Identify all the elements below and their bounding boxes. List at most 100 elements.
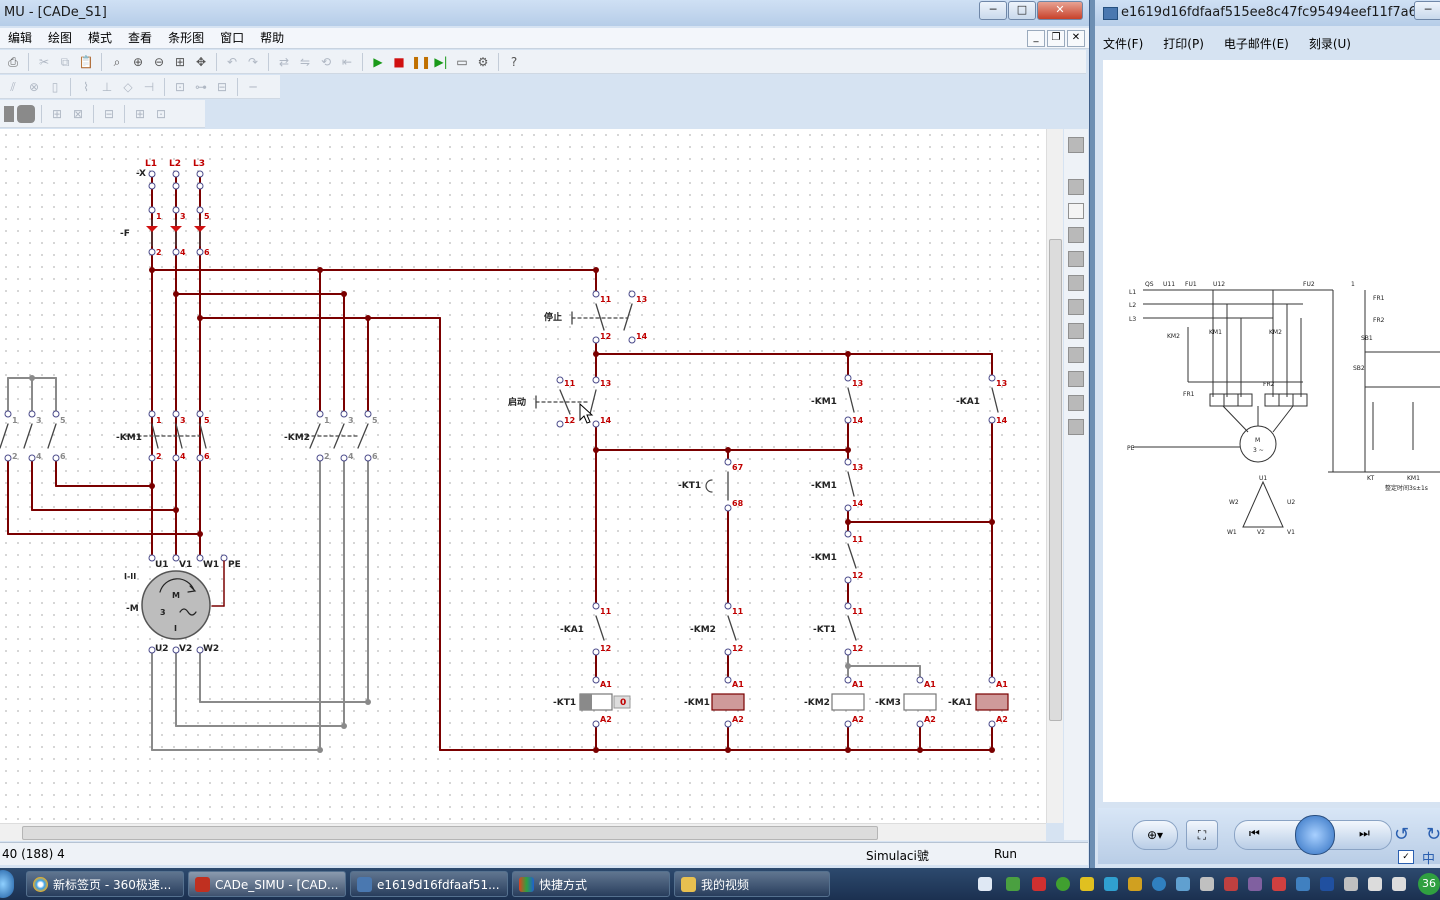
previous-icon[interactable]: ⏮ xyxy=(1249,826,1260,840)
cut-icon[interactable]: ✂ xyxy=(38,54,50,69)
palette-item-11[interactable] xyxy=(1068,395,1084,411)
palette-item-4[interactable] xyxy=(1068,227,1084,243)
ime-indicator[interactable]: 中 xyxy=(1422,852,1436,867)
tray-cloud-icon[interactable] xyxy=(1104,877,1118,891)
tray-alert-icon[interactable] xyxy=(1272,877,1286,891)
component-timer-icon[interactable]: ⊡ xyxy=(174,79,186,94)
bluetooth-icon[interactable] xyxy=(1320,877,1334,891)
viewer-menu-email[interactable]: 电子邮件(E) xyxy=(1223,37,1289,51)
paste-icon[interactable]: 📋 xyxy=(78,54,94,69)
tray-360-badge[interactable]: 36 xyxy=(1418,873,1440,895)
viewer-minimize-button[interactable]: ─ xyxy=(1414,1,1440,20)
stop-icon[interactable]: ■ xyxy=(393,54,405,69)
palette-item-1[interactable] xyxy=(1068,137,1084,153)
start-button[interactable] xyxy=(0,870,14,898)
tool-select-icon[interactable] xyxy=(4,105,14,122)
schematic-canvas[interactable]: L1 L2 L3 -X -F -KM1 -KM2 -M I-II M 3 I U… xyxy=(0,129,1046,823)
rotate-right-icon[interactable]: ↻ xyxy=(1426,824,1440,845)
component-switch-icon[interactable]: ⫽ xyxy=(10,79,16,94)
zoom-out-icon[interactable]: ⊖ xyxy=(153,54,165,69)
checkbox-icon[interactable]: ✓ xyxy=(1398,850,1414,864)
tray-globe-icon[interactable] xyxy=(1152,877,1166,891)
palette-item-6[interactable] xyxy=(1068,275,1084,291)
palette-item-7[interactable] xyxy=(1068,299,1084,315)
tray-security-icon[interactable] xyxy=(1032,877,1046,891)
taskbar-item-viewer[interactable]: e1619d16fdfaaf51... xyxy=(350,871,508,897)
component-button-icon[interactable]: ⊥ xyxy=(101,79,113,94)
vertical-scrollbar[interactable] xyxy=(1046,129,1063,823)
print-icon[interactable]: ⎙ xyxy=(8,54,18,69)
pause-icon[interactable]: ❚❚ xyxy=(411,54,432,69)
palette-item-8[interactable] xyxy=(1068,323,1084,339)
palette-item-3[interactable] xyxy=(1068,203,1084,219)
palette-item-5[interactable] xyxy=(1068,251,1084,267)
zoom-fit-icon[interactable]: ⊞ xyxy=(174,54,186,69)
flip-icon[interactable]: ⇄ xyxy=(278,54,290,69)
palette-item-12[interactable] xyxy=(1068,419,1084,435)
volume-icon[interactable] xyxy=(1392,877,1406,891)
tray-usb-icon[interactable] xyxy=(1344,877,1358,891)
tray-update-icon[interactable] xyxy=(1080,877,1094,891)
menu-edit[interactable]: 编辑 xyxy=(8,31,33,45)
tool-connector-icon[interactable]: ⊠ xyxy=(72,106,84,121)
step-icon[interactable]: ▶| xyxy=(434,54,448,69)
run-icon[interactable]: ▶ xyxy=(373,54,383,69)
component-lamp-icon[interactable]: ◇ xyxy=(123,79,133,94)
taskbar-item-videos[interactable]: 我的视频 xyxy=(674,871,830,897)
menu-barchart[interactable]: 条形图 xyxy=(168,31,205,45)
component-breaker-icon[interactable]: ⊗ xyxy=(28,79,40,94)
tray-shield-icon[interactable] xyxy=(1176,877,1190,891)
undo-icon[interactable]: ↶ xyxy=(226,54,238,69)
component-line-icon[interactable]: ─ xyxy=(249,79,257,94)
copy-icon[interactable]: ⧉ xyxy=(60,54,70,69)
viewer-menu-file[interactable]: 文件(F) xyxy=(1103,37,1144,51)
config-icon[interactable]: ⚙ xyxy=(477,54,489,69)
tool-text-icon[interactable]: ⊟ xyxy=(103,106,115,121)
zoom-window-icon[interactable]: ⌕ xyxy=(113,54,121,69)
help-icon[interactable]: ? xyxy=(510,54,518,69)
pan-icon[interactable]: ✥ xyxy=(195,54,207,69)
tray-sync-icon[interactable] xyxy=(1296,877,1310,891)
signal-icon[interactable] xyxy=(1368,877,1382,891)
tray-device-icon[interactable] xyxy=(1200,877,1214,891)
menu-help[interactable]: 帮助 xyxy=(260,31,285,45)
tool-block-icon[interactable] xyxy=(17,104,35,123)
menu-view[interactable]: 查看 xyxy=(128,31,153,45)
mdi-restore-button[interactable]: ❐ xyxy=(1047,30,1065,47)
tool-wire-icon[interactable]: ⊞ xyxy=(134,106,146,121)
tray-flag-icon[interactable] xyxy=(978,877,992,891)
mdi-minimize-button[interactable]: _ xyxy=(1027,30,1045,47)
viewer-menu-burn[interactable]: 刻录(U) xyxy=(1308,37,1351,51)
component-coil-icon[interactable]: ⊣ xyxy=(143,79,155,94)
zoom-in-icon[interactable]: ⊕ xyxy=(132,54,144,69)
palette-item-2[interactable] xyxy=(1068,179,1084,195)
component-motor-icon[interactable]: ⊶ xyxy=(195,79,207,94)
horizontal-scrollbar[interactable] xyxy=(0,823,1046,841)
menu-mode[interactable]: 模式 xyxy=(88,31,113,45)
tray-misc-icon[interactable] xyxy=(1248,877,1262,891)
palette-item-9[interactable] xyxy=(1068,347,1084,363)
maximize-button[interactable]: □ xyxy=(1008,1,1036,20)
horizontal-scroll-thumb[interactable] xyxy=(22,826,878,840)
taskbar-item-browser[interactable]: 新标签页 - 360极速... xyxy=(26,871,184,897)
tool-terminal-icon[interactable]: ⊞ xyxy=(51,106,63,121)
window-icon[interactable]: ▭ xyxy=(456,54,468,69)
align-icon[interactable]: ⇤ xyxy=(341,54,353,69)
minimize-button[interactable]: ─ xyxy=(979,1,1007,20)
close-button[interactable]: ✕ xyxy=(1037,1,1083,20)
taskbar-item-cade[interactable]: CADe_SIMU - [CAD... xyxy=(188,871,346,897)
mirror-icon[interactable]: ⇋ xyxy=(299,54,311,69)
tray-battery-icon[interactable] xyxy=(1224,877,1238,891)
rotate-left-icon[interactable]: ↺ xyxy=(1394,824,1410,845)
menu-draw[interactable]: 绘图 xyxy=(48,31,73,45)
component-sensor-icon[interactable]: ⊟ xyxy=(216,79,228,94)
redo-icon[interactable]: ↷ xyxy=(247,54,259,69)
mdi-close-button[interactable]: ✕ xyxy=(1067,30,1085,47)
component-fuse-icon[interactable]: ▯ xyxy=(51,79,59,94)
taskbar-item-shortcut[interactable]: 快捷方式 xyxy=(512,871,670,897)
tool-node-icon[interactable]: ⊡ xyxy=(155,106,167,121)
tray-app-icon[interactable] xyxy=(1128,877,1142,891)
vertical-scroll-thumb[interactable] xyxy=(1049,239,1062,721)
next-icon[interactable]: ⏭ xyxy=(1359,826,1370,840)
palette-item-10[interactable] xyxy=(1068,371,1084,387)
